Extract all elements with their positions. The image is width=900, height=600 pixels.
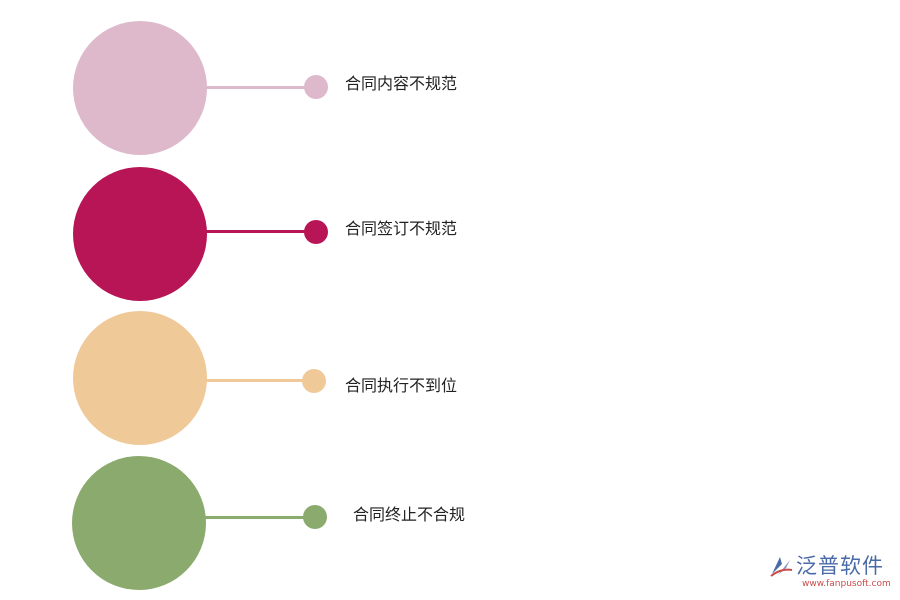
big-circle bbox=[73, 167, 207, 301]
issue-label: 合同执行不到位 bbox=[345, 376, 458, 395]
connector-line bbox=[205, 86, 305, 89]
big-circle bbox=[73, 311, 207, 445]
logo-name: 泛普软件 bbox=[796, 554, 884, 578]
small-dot bbox=[302, 369, 326, 393]
small-dot bbox=[304, 220, 328, 244]
fanpu-logo-icon bbox=[770, 557, 793, 577]
issue-label: 合同内容不规范 bbox=[345, 74, 458, 93]
connector-line bbox=[205, 230, 305, 233]
issue-label: 合同签订不规范 bbox=[345, 219, 458, 238]
small-dot bbox=[304, 75, 328, 99]
logo-url: www.fanpusoft.com bbox=[802, 579, 891, 589]
watermark-logo: 泛普软件 www.fanpusoft.com bbox=[768, 552, 892, 592]
big-circle bbox=[72, 456, 206, 590]
issue-label: 合同终止不合规 bbox=[353, 505, 466, 524]
connector-line bbox=[204, 516, 304, 519]
small-dot bbox=[303, 505, 327, 529]
big-circle bbox=[73, 21, 207, 155]
connector-line bbox=[205, 379, 305, 382]
